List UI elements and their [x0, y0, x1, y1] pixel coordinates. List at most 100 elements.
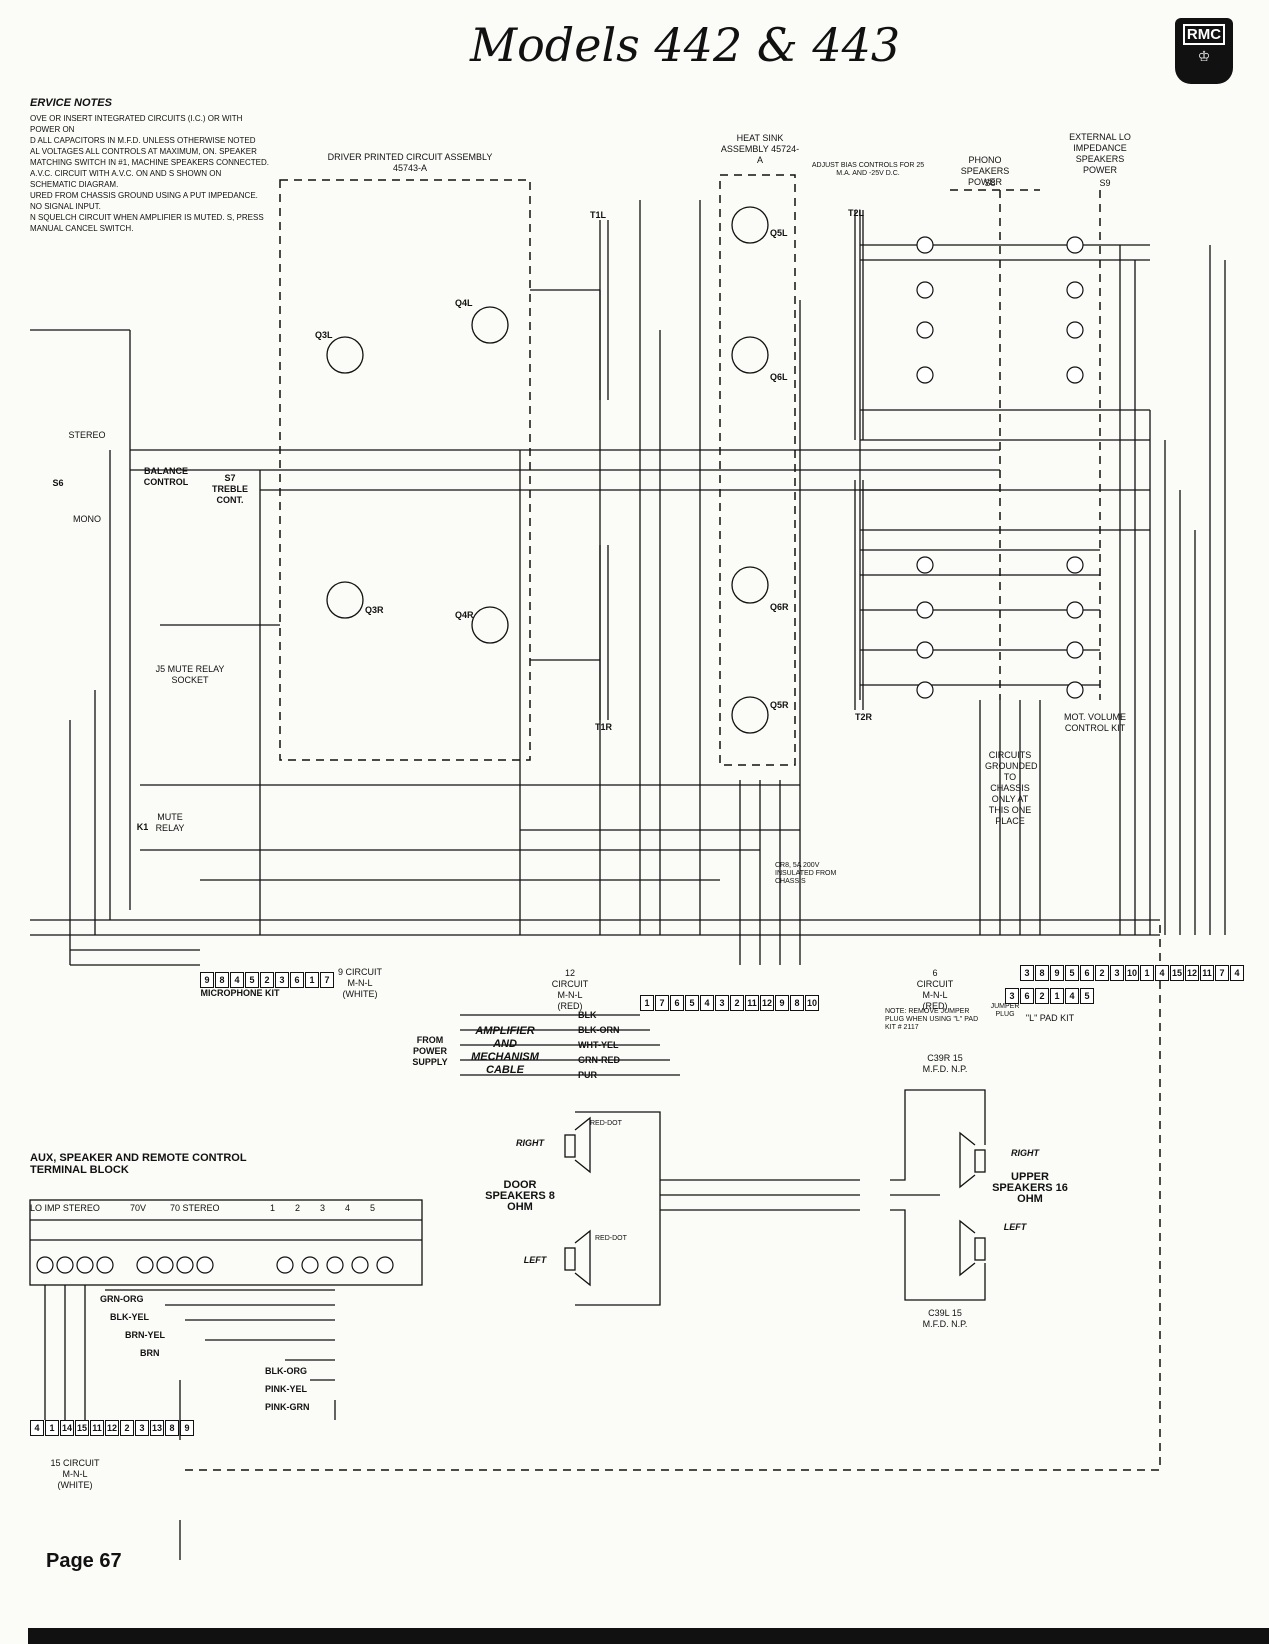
door-speaker-right: [564, 1116, 591, 1174]
connector-pin: 5: [1080, 988, 1094, 1004]
connector-pin: 3: [135, 1420, 149, 1436]
terminal-wire-labels: GRN-ORG BLK-YEL BRN-YEL BRN BLK-ORG PINK…: [30, 1290, 310, 1416]
lpad-kit-label: "L" PAD KIT: [1025, 1013, 1075, 1023]
transistor-q3l: [326, 336, 364, 374]
note-line: URED FROM CHASSIS GROUND USING A PUT IMP…: [30, 191, 258, 211]
note-line: AL VOLTAGES ALL CONTROLS AT MAXIMUM, ON.…: [30, 147, 269, 167]
bottom-edge: [28, 1628, 1269, 1644]
mono-label: MONO: [73, 514, 101, 524]
connector-pin: 6: [1080, 965, 1094, 981]
cable-wire: BLK: [578, 1010, 597, 1020]
t1r-label: T1R: [595, 722, 613, 732]
connector-pin: 11: [745, 995, 759, 1011]
connector-pin: 3: [1020, 965, 1034, 981]
connector-pin: 9: [200, 972, 214, 988]
connector-pin: 6: [670, 995, 684, 1011]
cable-wire: WHT-YEL: [578, 1040, 619, 1050]
door-speaker-left: [564, 1229, 591, 1287]
tap-terminals: [916, 236, 1084, 699]
connector-pin: 1: [640, 995, 654, 1011]
k1-label: K1: [136, 822, 149, 832]
connector-pin: 7: [1215, 965, 1229, 981]
adjust-bias-note: ADJUST BIAS CONTROLS FOR 25 M.A. AND -25…: [811, 162, 925, 177]
ext-power-label: EXTERNAL LO IMPEDANCE SPEAKERS POWER: [1069, 132, 1131, 175]
s8-outline: [950, 189, 1040, 700]
cable-wire: BLK-ORN: [578, 1025, 620, 1035]
group-header: 70 STEREO: [170, 1203, 220, 1213]
wire-label: BRN: [140, 1348, 160, 1358]
transistor-q6r: [731, 566, 769, 604]
connector-pin: 1: [305, 972, 319, 988]
connector-pin: 4: [30, 1420, 44, 1436]
wire-label: PINK-YEL: [265, 1384, 308, 1394]
q6l-label: Q6L: [770, 372, 788, 382]
stereo-label: STEREO: [68, 430, 106, 440]
q3r-label: Q3R: [365, 605, 384, 615]
note-line: D ALL CAPACITORS IN M.F.D. UNLESS OTHERW…: [30, 136, 256, 145]
upper-left-label: LEFT: [1003, 1222, 1027, 1232]
connector-pin: 13: [150, 1420, 164, 1436]
service-notes: ERVICE NOTES OVE OR INSERT INTEGRATED CI…: [30, 98, 270, 234]
s6-label: S6: [52, 478, 64, 488]
wire-label: BRN-YEL: [125, 1330, 165, 1340]
connector-pin: 9: [775, 995, 789, 1011]
connector-pin: 14: [60, 1420, 74, 1436]
j5-label: J5 MUTE RELAY SOCKET: [155, 664, 225, 685]
door-left-label: LEFT: [523, 1255, 547, 1265]
group-header: 4: [345, 1203, 351, 1213]
connector-pin: 5: [245, 972, 259, 988]
page-number: Page 67: [46, 1550, 122, 1572]
t2l-label: T2L: [848, 208, 865, 218]
heatsink-label: HEAT SINK ASSEMBLY 45724-A: [720, 133, 800, 165]
connector-pin: 3: [715, 995, 729, 1011]
wire-label: BLK-YEL: [110, 1312, 149, 1322]
cable-wire: GRN-RED: [578, 1055, 620, 1065]
wire-label: GRN-ORG: [100, 1294, 144, 1304]
connector-pin: 12: [105, 1420, 119, 1436]
connector-pin: 1: [45, 1420, 59, 1436]
connector-pin: 8: [165, 1420, 179, 1436]
t2r-label: T2R: [855, 712, 873, 722]
connector-pin: 12: [1185, 965, 1199, 981]
connector-pin: 6: [290, 972, 304, 988]
connector-pin: 15: [75, 1420, 89, 1436]
connector-pin: 1: [1050, 988, 1064, 1004]
connector-pin: 9: [1050, 965, 1064, 981]
connector-pin: 11: [1200, 965, 1214, 981]
upper-speaker-left: [959, 1219, 986, 1277]
grounded-note: CIRCUITS GROUNDED TO CHASSIS ONLY AT THI…: [985, 750, 1038, 826]
connector-pin: 7: [320, 972, 334, 988]
wire-label: PINK-GRN: [265, 1402, 310, 1412]
connector-pin: 15: [1170, 965, 1184, 981]
connector-pin: 1: [1140, 965, 1154, 981]
connector-pin: 2: [1035, 988, 1049, 1004]
t1l-label: T1L: [590, 210, 607, 220]
connector-pin: 8: [215, 972, 229, 988]
group-header: 3: [320, 1203, 326, 1213]
wire-label: BLK-ORG: [265, 1366, 307, 1376]
group-header: 2: [295, 1203, 301, 1213]
connector-pin: 2: [730, 995, 744, 1011]
driver-board-label: DRIVER PRINTED CIRCUIT ASSEMBLY 45743-A: [327, 152, 493, 173]
connector-pin: 6: [1020, 988, 1034, 1004]
transistor-q5r: [731, 696, 769, 734]
connector-pin: 10: [1125, 965, 1139, 981]
group-header: 70V: [130, 1203, 147, 1213]
terminal-group-headers: LO IMP STEREO 70V 70 STEREO 1 2 3 4 5: [30, 1203, 422, 1213]
transformer-t2l: [854, 210, 864, 440]
connector-pin: 8: [1035, 965, 1049, 981]
terminal-block-title: AUX, SPEAKER AND REMOTE CONTROL TERMINAL…: [30, 1152, 247, 1176]
page-title: Models 442 & 443: [470, 18, 901, 72]
group-header: LO IMP STEREO: [30, 1203, 100, 1213]
mot-volume-label: MOT. VOLUME CONTROL KIT: [1063, 712, 1126, 733]
s9-label: S9: [1099, 178, 1111, 188]
q6r-label: Q6R: [770, 602, 789, 612]
fifteen-circuit-dash: [185, 920, 1161, 1471]
terminal-screws: [36, 1256, 394, 1274]
cable-wire: PUR: [578, 1070, 598, 1080]
